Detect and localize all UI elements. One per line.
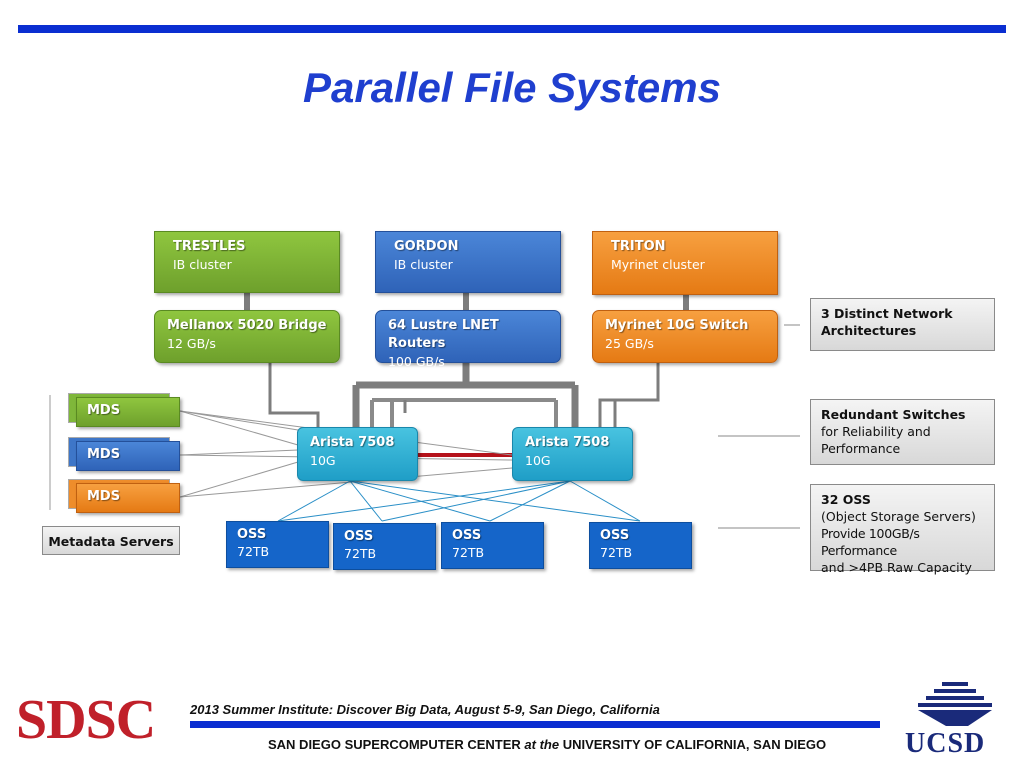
note-oss: 32 OSS (Object Storage Servers) Provide … [810,484,995,575]
cluster-name: GORDON [394,239,459,254]
cluster-name: TRESTLES [173,239,246,254]
note-line: Provide 100GB/s Performance [821,526,920,558]
interconnect-speed: 100 GB/s [388,354,445,369]
interconnect-lnet-routers: 64 Lustre LNET Routers 100 GB/s [375,310,561,369]
cluster-triton: TRITON Myrinet cluster [592,231,778,295]
note-line: 3 Distinct Network [821,306,953,321]
footer-accent-bar [190,721,880,728]
cluster-trestles: TRESTLES IB cluster [154,231,340,293]
footer-center-part: SAN DIEGO SUPERCOMPUTER CENTER [268,737,525,752]
interconnect-mellanox: Mellanox 5020 Bridge 12 GB/s [154,310,340,363]
note-line: and >4PB Raw Capacity [821,560,972,575]
cluster-type: Myrinet cluster [611,257,705,272]
metadata-servers-label: Metadata Servers [42,526,180,555]
mds-server-orange: MDS [76,483,180,513]
note-network-architectures: 3 Distinct Network Architectures [810,298,995,351]
footer-center-italic: at the [524,737,560,752]
switch-speed: 10G [525,453,551,468]
oss-label: OSS [344,529,374,544]
oss-size: 72TB [452,545,485,560]
footer-center-part: UNIVERSITY OF CALIFORNIA, SAN DIEGO [559,737,827,752]
ucsd-emblem-icon [918,682,992,726]
oss-size: 72TB [344,546,377,561]
note-title: 32 OSS [821,492,871,507]
note-redundant-switches: Redundant Switches for Reliability and P… [810,399,995,465]
switch-name: Arista 7508 [310,435,395,450]
interconnect-speed: 12 GB/s [167,336,216,351]
cluster-type: IB cluster [173,257,232,272]
interconnect-name: Myrinet 10G Switch [605,318,749,333]
switch-speed: 10G [310,453,336,468]
ucsd-logo: UCSD [905,728,986,759]
note-line: for Reliability and [821,424,931,439]
slide-title: Parallel File Systems [303,64,721,111]
note-line: Architectures [821,323,917,338]
note-title: Redundant Switches [821,407,966,422]
switch-name: Arista 7508 [525,435,610,450]
oss-label: OSS [452,528,482,543]
cluster-gordon: GORDON IB cluster [375,231,561,293]
interconnect-name: 64 Lustre LNET Routers [388,318,499,351]
switch-arista-1: Arista 7508 10G [297,427,418,481]
mds-server-green: MDS [76,397,180,427]
oss-size: 72TB [237,544,270,559]
footer-event-text: 2013 Summer Institute: Discover Big Data… [190,702,660,717]
mds-server-blue: MDS [76,441,180,471]
oss-3: OSS 72TB [441,522,544,569]
oss-size: 72TB [600,545,633,560]
note-line: (Object Storage Servers) [821,509,976,524]
oss-1: OSS 72TB [226,521,329,568]
cluster-name: TRITON [611,239,666,254]
note-line: Performance [821,441,901,456]
switch-arista-2: Arista 7508 10G [512,427,633,481]
oss-4: OSS 72TB [589,522,692,569]
oss-2: OSS 72TB [333,523,436,570]
cluster-type: IB cluster [394,257,453,272]
metadata-servers-text: Metadata Servers [48,534,174,549]
oss-label: OSS [600,528,630,543]
top-accent-bar [18,25,1006,33]
footer-center-text: SAN DIEGO SUPERCOMPUTER CENTER at the UN… [268,737,826,752]
sdsc-logo: SDSC [16,689,156,751]
oss-label: OSS [237,527,267,542]
interconnect-name: Mellanox 5020 Bridge [167,318,327,333]
interconnect-speed: 25 GB/s [605,336,654,351]
interconnect-myrinet-switch: Myrinet 10G Switch 25 GB/s [592,310,778,363]
